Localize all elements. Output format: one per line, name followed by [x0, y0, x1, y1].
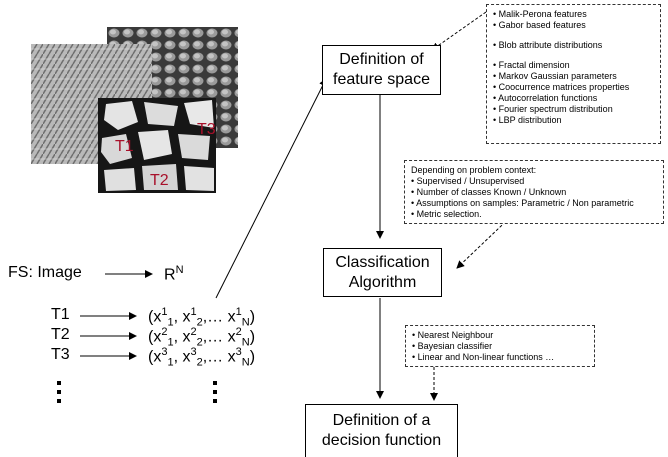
classifier-item: • Linear and Non-linear functions …: [412, 352, 555, 362]
decision-function-box: Definition of a decision function: [305, 404, 458, 457]
ellipsis-dot: [213, 399, 217, 403]
context-item: • Assumptions on samples: Parametric / N…: [411, 198, 634, 208]
feature-item: • Fourier spectrum distribution: [493, 104, 613, 114]
fs-mapping-label: FS: Image: [8, 264, 82, 281]
decision-line-1: Definition of a: [332, 412, 431, 429]
feature-item: • Gabor based features: [493, 20, 586, 30]
feature-item: • Malik-Perona features: [493, 9, 587, 19]
codomain-exponent: N: [175, 264, 184, 276]
texture-label-t2: T2: [150, 172, 169, 189]
ellipsis-dot: [57, 381, 61, 385]
feature-item: • LBP distribution: [493, 115, 562, 125]
vector-row-label: T2: [51, 326, 70, 343]
ellipsis-dot: [213, 381, 217, 385]
texture-label-t1: T1: [115, 138, 134, 155]
context-heading: Depending on problem context:: [411, 165, 537, 175]
feature-space-box: Definition of feature space: [322, 45, 441, 95]
classification-line-1: Classification: [335, 253, 430, 271]
context-item: • Metric selection.: [411, 209, 482, 219]
ellipsis-dot: [57, 399, 61, 403]
texture-tile-t2: [98, 98, 216, 193]
vector-row-label: T1: [51, 306, 70, 323]
features-dashed-arrow: [431, 11, 487, 51]
context-annotation: Depending on problem context: • Supervis…: [404, 160, 664, 224]
ellipsis-dot: [57, 390, 61, 394]
texture-t2-pattern: [98, 98, 216, 193]
classifier-item: • Bayesian classifier: [412, 341, 493, 351]
feature-item: • Blob attribute distributions: [493, 40, 603, 50]
feature-item: • Coocurrence matrices properties: [493, 82, 630, 92]
ellipsis-dot: [213, 390, 217, 394]
decision-line-2: decision function: [321, 432, 442, 449]
texture-label-t3: T3: [197, 121, 216, 138]
classifier-item: • Nearest Neighbour: [412, 330, 494, 340]
feature-vector: (x21, x22,… x2N): [148, 326, 256, 349]
context-item: • Supervised / Unsupervised: [411, 176, 525, 186]
feature-vector: (x11, x12,… x1N): [148, 306, 256, 329]
feature-item: • Fractal dimension: [493, 60, 570, 70]
feature-vector: (x31, x32,… x3N): [148, 346, 256, 369]
diagonal-arrow: [215, 78, 327, 299]
codomain-label: RN: [164, 264, 184, 284]
vector-row-label: T3: [51, 346, 70, 363]
feature-space-line-2: feature space: [333, 71, 430, 88]
classification-line-2: Algorithm: [348, 273, 417, 291]
feature-item: • Markov Gaussian parameters: [493, 71, 617, 81]
context-dashed-arrow: [456, 207, 521, 269]
features-annotation: • Malik-Perona features • Gabor based fe…: [486, 4, 661, 144]
context-item: • Number of classes Known / Unknown: [411, 187, 567, 197]
classification-algorithm-box: Classification Algorithm: [323, 248, 442, 297]
codomain-base: R: [164, 266, 176, 284]
feature-space-line-1: Definition of: [339, 51, 424, 68]
classifiers-annotation: • Nearest Neighbour • Bayesian classifie…: [405, 325, 595, 367]
feature-item: • Autocorrelation functions: [493, 93, 598, 103]
